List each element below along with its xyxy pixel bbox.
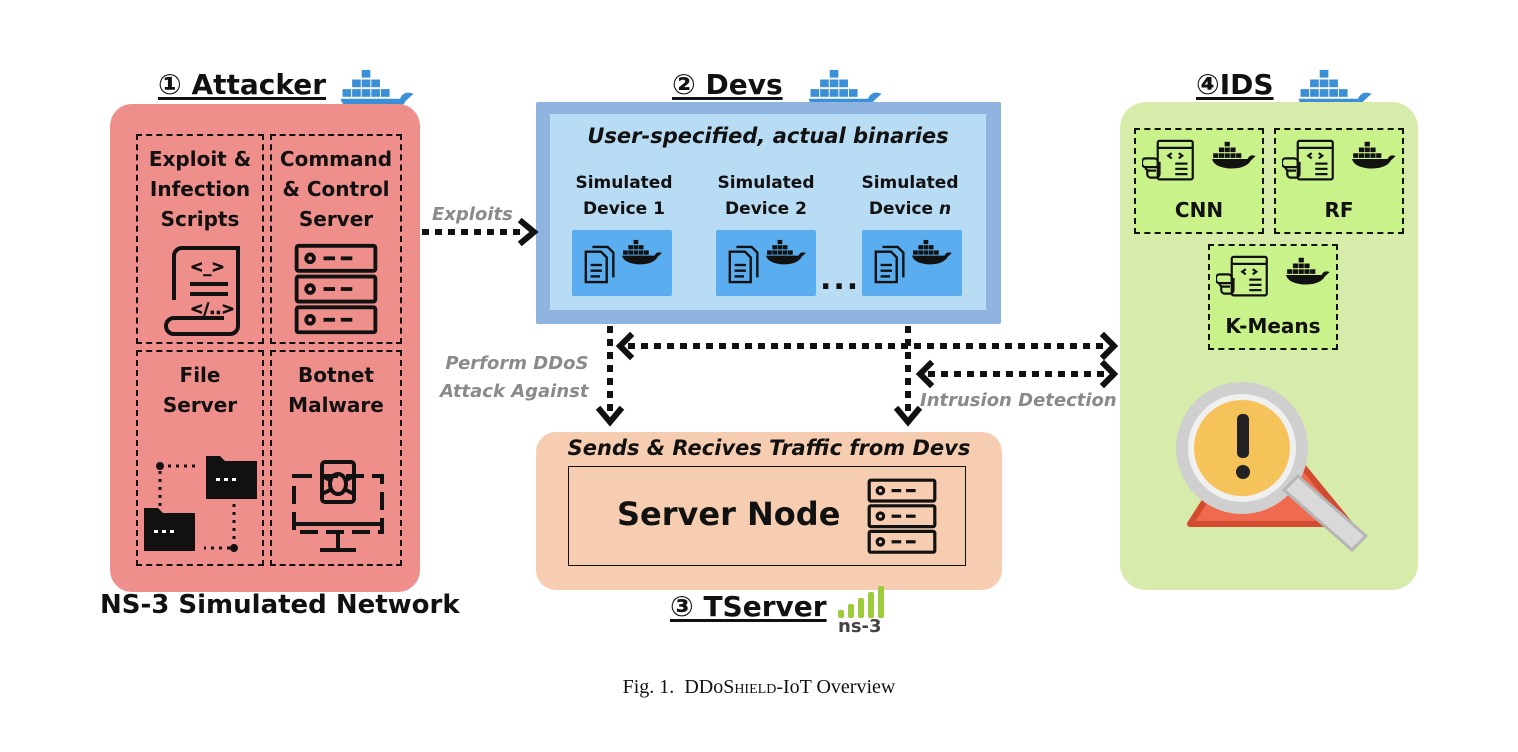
- server-node-box: Server Node: [568, 466, 966, 566]
- caption-prefix: Fig. 1.: [622, 676, 675, 698]
- folder-network-icon: [144, 456, 257, 552]
- server-node-label: Server Node: [617, 495, 841, 533]
- caption-name-lead: DDo: [684, 676, 724, 698]
- ids-title: ④IDS: [1196, 68, 1274, 101]
- ids-title-text: ④IDS: [1196, 68, 1274, 101]
- caption-name-sc: Shield: [723, 676, 777, 698]
- caption-name-tail: -IoT Overview: [776, 676, 896, 698]
- devs-subtitle: User-specified, actual binaries: [587, 124, 949, 148]
- attacker-title: ① Attacker: [158, 68, 326, 101]
- intrusion-detection-label: Intrusion Detection: [920, 390, 1117, 411]
- command-control-label: Command & Control Server: [279, 147, 393, 231]
- exploits-arrow-label: Exploits: [432, 204, 513, 225]
- script-scroll-icon: <_> </..>: [164, 246, 240, 336]
- file-server-label: File Server: [162, 363, 238, 417]
- devs-inner-panel: User-specified, actual binaries Simulate…: [550, 114, 986, 310]
- botnet-malware-cell: Botnet Malware: [270, 350, 402, 566]
- exploit-scripts-label: Exploit & Infection Scripts: [148, 147, 252, 231]
- devs-title-text: ② Devs: [672, 68, 783, 101]
- attacker-panel: Exploit & Infection Scripts <_> </..> Co…: [110, 104, 420, 592]
- devs-title: ② Devs: [672, 68, 783, 101]
- device-2-box: [716, 230, 816, 296]
- figure-caption: Fig. 1. DDoShield-IoT Overview: [0, 676, 1518, 699]
- device-n-label: Simulated Device n: [861, 173, 959, 219]
- command-control-cell: Command & Control Server: [270, 134, 402, 344]
- device-n-box: [862, 230, 962, 296]
- tserver-title-text: ③ TServer: [670, 590, 827, 623]
- ns3-network-label: NS-3 Simulated Network: [100, 590, 460, 620]
- model-cnn-label: CNN: [1174, 198, 1224, 222]
- svg-text:<_>: <_>: [190, 257, 225, 276]
- device-2-label: Simulated Device 2: [717, 173, 815, 219]
- malware-monitor-icon: [292, 460, 384, 552]
- devs-panel: User-specified, actual binaries Simulate…: [536, 102, 1001, 324]
- device-ellipsis: ...: [820, 262, 861, 297]
- model-kmeans-label: K-Means: [1225, 314, 1321, 338]
- ids-panel: CNN RF K-Means: [1120, 102, 1418, 590]
- tserver-panel: Sends & Recives Traffic from Devs Server…: [536, 432, 1002, 590]
- ddos-arrow-label: Perform DDoS Attack Against: [440, 353, 589, 402]
- model-kmeans: K-Means: [1208, 244, 1338, 350]
- attacker-title-text: ① Attacker: [158, 68, 327, 101]
- model-cnn: CNN: [1134, 128, 1264, 234]
- model-rf-label: RF: [1324, 198, 1354, 222]
- svg-text:</..>: </..>: [190, 299, 235, 318]
- ns3-logo-text: ns-3: [838, 616, 882, 637]
- tserver-header: Sends & Recives Traffic from Devs: [567, 436, 971, 460]
- device-1-box: [572, 230, 672, 296]
- ns3-signal-logo-icon: [838, 586, 884, 618]
- tserver-title: ③ TServer: [670, 590, 827, 623]
- botnet-malware-label: Botnet Malware: [288, 363, 384, 417]
- exploit-scripts-cell: Exploit & Infection Scripts <_> </..>: [136, 134, 264, 344]
- alert-magnifier-icon: [1176, 382, 1369, 553]
- file-server-cell: File Server: [136, 350, 264, 566]
- device-1-label: Simulated Device 1: [575, 173, 673, 219]
- model-rf: RF: [1274, 128, 1404, 234]
